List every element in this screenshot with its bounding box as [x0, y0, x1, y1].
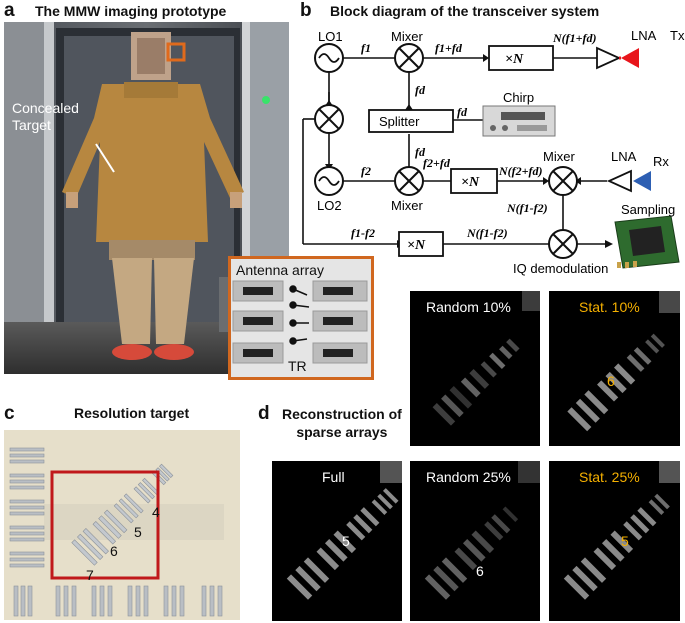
- panel-c-letter: c: [4, 403, 15, 424]
- recon-stat-25-number: 5: [621, 533, 629, 549]
- n-f2-fd-label: N(f2+fd): [498, 164, 543, 178]
- mixer-top-label: Mixer: [391, 29, 423, 44]
- recon-random-25-number: 6: [476, 563, 484, 579]
- panel-b-letter: b: [300, 0, 312, 21]
- recon-random-25-label: Random 25%: [426, 469, 511, 485]
- sampling-label: Sampling: [621, 202, 675, 217]
- mixer-mid-label: Mixer: [391, 198, 423, 213]
- tr-label: TR: [288, 358, 307, 374]
- target-number-7: 7: [86, 567, 94, 583]
- panel-d-title-line2: sparse arrays: [296, 424, 388, 440]
- antenna-inset-svg: [231, 259, 371, 377]
- panel-b-title: Block diagram of the transceiver system: [330, 3, 600, 19]
- transceiver-block-diagram: LO1 Mixer LNA Tx ×N ×N ×N Splitter Chirp…: [302, 28, 685, 276]
- n-f1-f2-bottom-label: N(f1-f2): [466, 226, 508, 240]
- rx-label: Rx: [653, 154, 669, 169]
- lna-tx-label: LNA: [631, 28, 657, 43]
- f1-label: f1: [361, 41, 371, 55]
- recon-stat-10-svg: [567, 291, 680, 432]
- f1-minus-f2-label: f1-f2: [351, 226, 375, 240]
- lna-rx-label: LNA: [611, 149, 637, 164]
- concealed-label-line1: Concealed: [12, 100, 79, 116]
- resolution-target-photo: 4 5 6 7: [4, 430, 240, 620]
- recon-stat-10-label: Stat. 10%: [579, 299, 640, 315]
- recon-random-10-label: Random 10%: [426, 299, 511, 315]
- recon-random-10-svg: [432, 291, 540, 426]
- panel-d-title-line1: Reconstruction of: [282, 406, 402, 422]
- xn-bottom-label: ×N: [407, 238, 426, 253]
- target-number-6: 6: [110, 543, 118, 559]
- recon-random-25: Random 25% 6: [410, 461, 540, 621]
- lo2-label: LO2: [317, 198, 342, 213]
- panel-a-letter: a: [4, 0, 15, 21]
- mixer-right-label: Mixer: [543, 149, 575, 164]
- iq-demod-label: IQ demodulation: [513, 261, 608, 276]
- recon-stat-25-label: Stat. 25%: [579, 469, 640, 485]
- panel-d-letter: d: [258, 403, 270, 424]
- recon-full-number: 5: [342, 533, 350, 549]
- recon-full: Full 5: [272, 461, 402, 621]
- target-number-4: 4: [152, 504, 160, 520]
- recon-stat-25: Stat. 25% 5: [549, 461, 680, 621]
- recon-stat-25-svg: [563, 461, 680, 600]
- panel-d-title: Reconstruction of sparse arrays: [282, 405, 402, 441]
- concealed-target-label: Concealed Target: [12, 100, 79, 134]
- n-f1-fd-label: N(f1+fd): [552, 31, 597, 45]
- recon-random-10: Random 10%: [410, 291, 540, 446]
- splitter-label: Splitter: [379, 114, 420, 129]
- xn-mid-label: ×N: [461, 175, 480, 190]
- recon-full-svg: [286, 461, 402, 600]
- prototype-photo: [4, 22, 289, 374]
- antenna-array-inset: [228, 256, 374, 380]
- n-f1-f2-right-label: N(f1-f2): [506, 201, 548, 215]
- lo1-label: LO1: [318, 29, 343, 44]
- resolution-target-svg: 4 5 6 7: [4, 430, 240, 620]
- fd-bottom-label: fd: [415, 145, 426, 159]
- panel-a-title: The MMW imaging prototype: [35, 3, 227, 19]
- f2-label: f2: [361, 164, 371, 178]
- target-number-5: 5: [134, 524, 142, 540]
- f1-plus-fd-label: f1+fd: [435, 41, 463, 55]
- concealed-label-line2: Target: [12, 117, 51, 133]
- prototype-photo-svg: [4, 22, 289, 374]
- xn-top-label: ×N: [505, 52, 524, 67]
- fd-chirp-label: fd: [457, 105, 468, 119]
- recon-stat-10: Stat. 10% 6: [549, 291, 680, 446]
- recon-random-25-svg: [424, 461, 540, 600]
- fd-top-label: fd: [415, 83, 426, 97]
- recon-full-label: Full: [322, 469, 345, 485]
- f2-plus-fd-label: f2+fd: [423, 156, 451, 170]
- panel-c-title: Resolution target: [74, 405, 190, 421]
- recon-stat-10-number: 6: [607, 373, 615, 389]
- tx-label: Tx: [670, 28, 685, 43]
- antenna-array-label: Antenna array: [236, 262, 324, 278]
- chirp-label: Chirp: [503, 90, 534, 105]
